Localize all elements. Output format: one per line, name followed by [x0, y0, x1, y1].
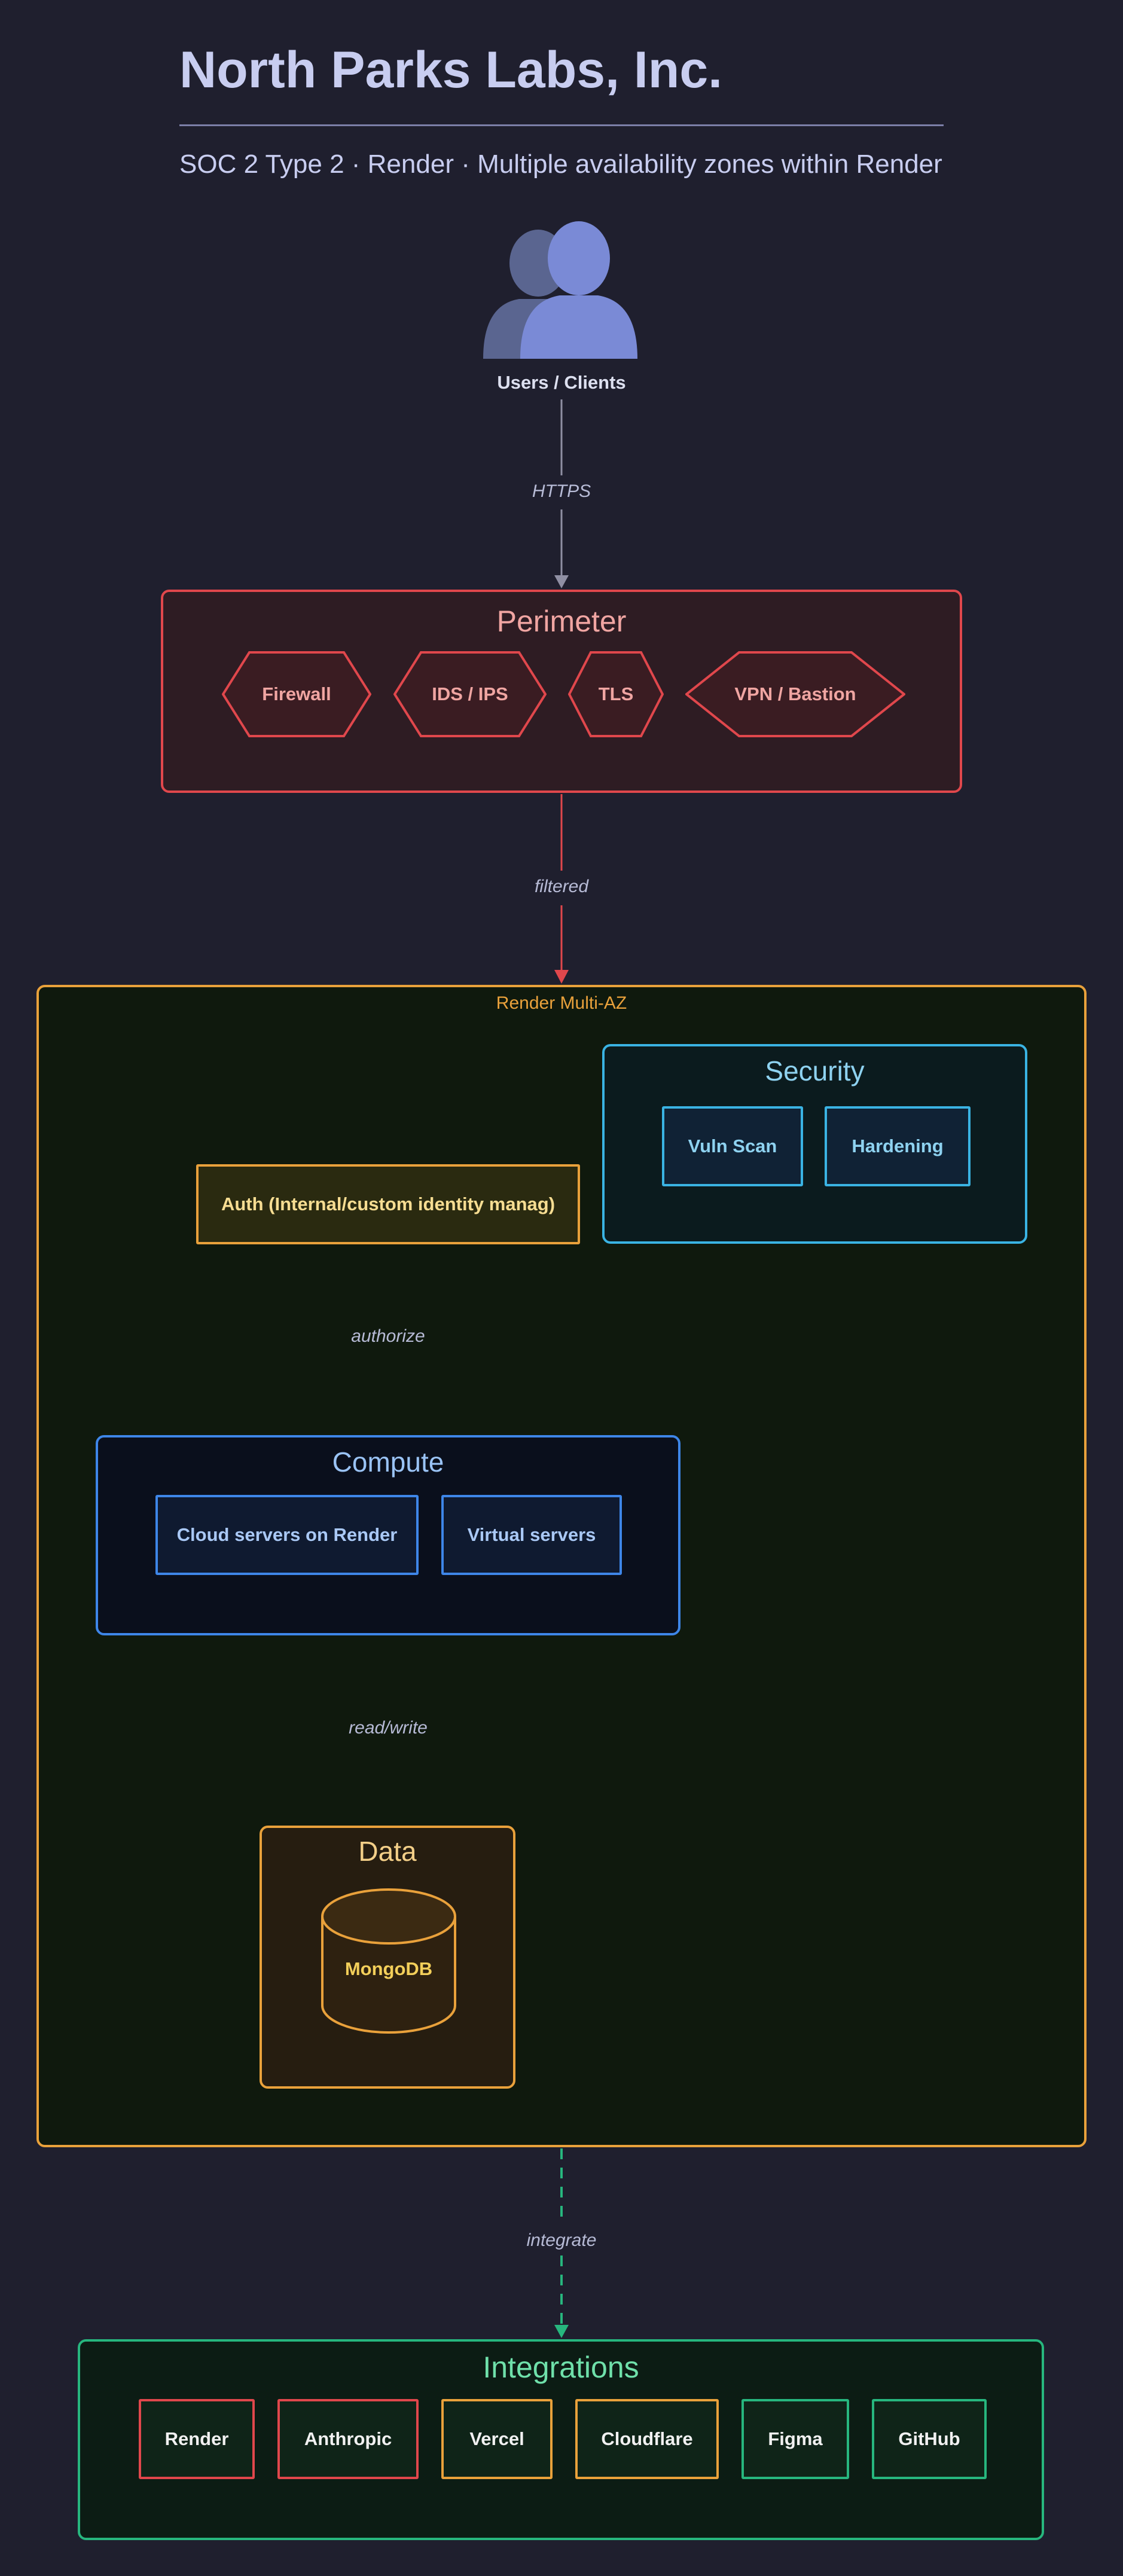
perimeter-title: Perimeter — [496, 605, 627, 638]
page-subtitle: SOC 2 Type 2 · Render · Multiple availab… — [179, 149, 942, 179]
compute-title: Compute — [332, 1446, 444, 1478]
integration-node-vercel[interactable]: Vercel — [441, 2399, 553, 2479]
perimeter-node-label: Firewall — [262, 683, 331, 704]
security-node-hardening[interactable]: Hardening — [825, 1106, 971, 1186]
security-title: Security — [765, 1055, 865, 1086]
integration-node-cloudflare[interactable]: Cloudflare — [575, 2399, 719, 2479]
edge-label-integrate: integrate — [526, 2230, 597, 2250]
integration-node-github[interactable]: GitHub — [872, 2399, 987, 2479]
database-node-mongodb[interactable]: MongoDB — [321, 1888, 457, 2034]
compute-node-virtual-servers[interactable]: Virtual servers — [441, 1495, 622, 1575]
database-label: MongoDB — [344, 1958, 433, 1979]
compute-node-cloud-servers[interactable]: Cloud servers on Render — [155, 1495, 419, 1575]
edge-label-read-write: read/write — [349, 1718, 428, 1738]
edge-label-https: HTTPS — [532, 481, 591, 501]
integration-node-anthropic[interactable]: Anthropic — [277, 2399, 419, 2479]
page-title: North Parks Labs, Inc. — [179, 41, 723, 99]
users-icon — [483, 215, 639, 365]
integration-node-render[interactable]: Render — [139, 2399, 255, 2479]
perimeter-node-label: VPN / Bastion — [734, 683, 856, 704]
title-divider — [179, 124, 944, 126]
integrations-title: Integrations — [483, 2351, 639, 2384]
zone-title: Render Multi-AZ — [496, 993, 627, 1013]
security-node-vuln-scan[interactable]: Vuln Scan — [662, 1106, 803, 1186]
compute-group: Compute Cloud servers on Render Virtual … — [96, 1435, 680, 1635]
perimeter-node-label: IDS / IPS — [432, 683, 508, 704]
perimeter-node-firewall[interactable]: Firewall — [222, 651, 371, 737]
perimeter-node-vpn-bastion[interactable]: VPN / Bastion — [685, 651, 905, 737]
perimeter-node-tls[interactable]: TLS — [568, 651, 664, 737]
perimeter-group: Perimeter Firewall IDS / IPS TLS VPN / B… — [161, 590, 962, 793]
data-title: Data — [358, 1836, 417, 1867]
perimeter-node-ids-ips[interactable]: IDS / IPS — [393, 651, 547, 737]
perimeter-node-label: TLS — [598, 683, 634, 704]
auth-node[interactable]: Auth (Internal/custom identity manag) — [196, 1164, 580, 1244]
integration-node-figma[interactable]: Figma — [741, 2399, 849, 2479]
edge-label-filtered: filtered — [534, 877, 589, 896]
data-group: Data MongoDB — [260, 1826, 515, 2089]
edge-label-authorize: authorize — [351, 1326, 425, 1346]
integrations-group: Integrations Render Anthropic Vercel Clo… — [78, 2339, 1044, 2540]
users-label: Users / Clients — [497, 372, 626, 393]
security-group: Security Vuln Scan Hardening — [602, 1044, 1027, 1244]
